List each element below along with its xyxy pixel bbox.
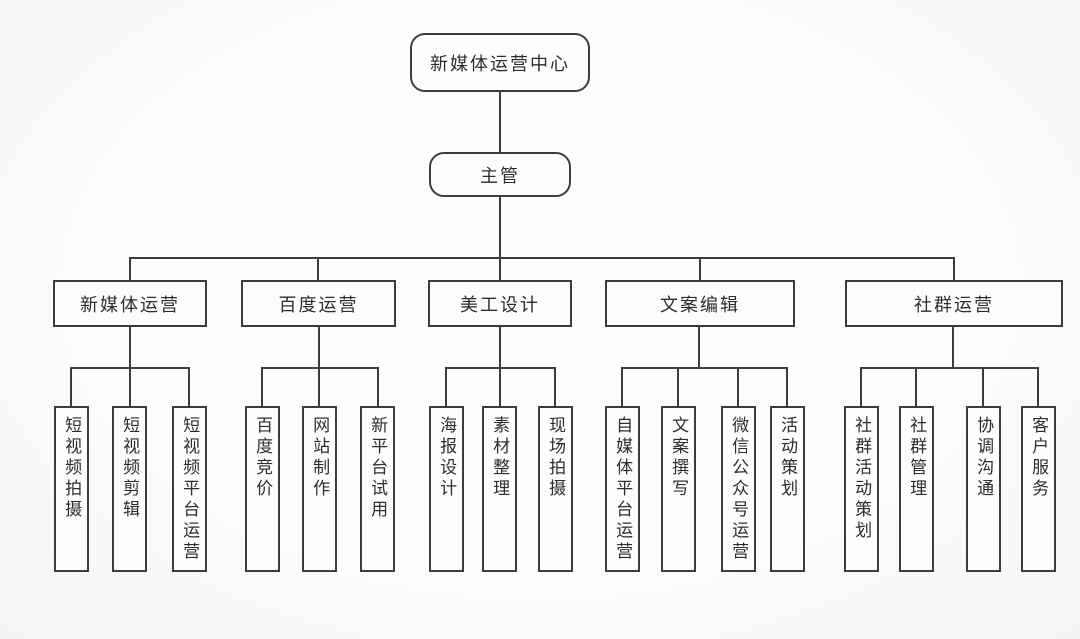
node-leaf: 海报设计 bbox=[429, 406, 464, 572]
node-leaf-label: 协调沟通 bbox=[974, 416, 994, 500]
connector-branch-0-bus bbox=[70, 367, 190, 369]
node-branch-label: 文案编辑 bbox=[660, 294, 740, 315]
connector-root-supervisor bbox=[499, 91, 501, 154]
node-leaf: 自媒体平台运营 bbox=[605, 406, 640, 572]
node-branch-label: 新媒体运营 bbox=[80, 294, 180, 315]
connector-drop-leaf-3-1 bbox=[677, 367, 679, 408]
connector-drop-branch-0 bbox=[129, 257, 131, 282]
node-leaf: 新平台试用 bbox=[360, 406, 395, 572]
node-leaf-label: 网站制作 bbox=[310, 416, 330, 500]
node-leaf-label: 新平台试用 bbox=[368, 416, 388, 521]
node-leaf: 社群管理 bbox=[899, 406, 934, 572]
node-leaf: 网站制作 bbox=[302, 406, 337, 572]
connector-drop-leaf-4-2 bbox=[982, 367, 984, 408]
connector-drop-leaf-4-0 bbox=[860, 367, 862, 408]
node-leaf: 短视频拍摄 bbox=[54, 406, 89, 572]
node-leaf: 活动策划 bbox=[770, 406, 805, 572]
node-branch-baidu: 百度运营 bbox=[241, 280, 396, 327]
node-leaf-label: 短视频拍摄 bbox=[62, 416, 82, 521]
connector-drop-leaf-4-3 bbox=[1037, 367, 1039, 408]
node-branch-label: 美工设计 bbox=[460, 294, 540, 315]
node-leaf-label: 短视频平台运营 bbox=[180, 416, 200, 563]
connector-branch-1-bus bbox=[261, 367, 379, 369]
node-leaf: 客户服务 bbox=[1021, 406, 1056, 572]
node-leaf-label: 自媒体平台运营 bbox=[613, 416, 633, 563]
connector-drop-leaf-0-0 bbox=[70, 367, 72, 408]
node-leaf: 协调沟通 bbox=[966, 406, 1001, 572]
node-leaf-label: 微信公众号运营 bbox=[729, 416, 749, 563]
connector-drop-leaf-1-2 bbox=[377, 367, 379, 408]
connector-drop-leaf-3-2 bbox=[737, 367, 739, 408]
connector-branch-2-bus bbox=[445, 367, 556, 369]
connector-drop-leaf-2-0 bbox=[445, 367, 447, 408]
node-leaf: 短视频剪辑 bbox=[112, 406, 147, 572]
node-branch-label: 百度运营 bbox=[278, 294, 359, 315]
connector-branch-3-bus bbox=[621, 367, 788, 369]
connector-drop-leaf-3-0 bbox=[621, 367, 623, 408]
node-branch-community: 社群运营 bbox=[845, 280, 1063, 327]
node-leaf: 微信公众号运营 bbox=[721, 406, 756, 572]
connector-branch-4-stem bbox=[952, 326, 954, 369]
connector-drop-leaf-4-1 bbox=[915, 367, 917, 408]
node-leaf: 短视频平台运营 bbox=[172, 406, 207, 572]
connector-drop-leaf-2-2 bbox=[554, 367, 556, 408]
connector-drop-leaf-1-0 bbox=[261, 367, 263, 408]
node-leaf-label: 海报设计 bbox=[437, 416, 457, 500]
node-branch-label: 社群运营 bbox=[914, 294, 994, 315]
node-leaf: 文案撰写 bbox=[661, 406, 696, 572]
connector-branch-3-stem bbox=[698, 326, 700, 369]
connector-supervisor-trunk bbox=[499, 195, 501, 282]
node-leaf-label: 百度竞价 bbox=[253, 416, 273, 500]
node-leaf-label: 短视频剪辑 bbox=[120, 416, 140, 521]
node-supervisor: 主管 bbox=[429, 152, 571, 197]
node-leaf-label: 文案撰写 bbox=[669, 416, 689, 500]
node-branch-new-media: 新媒体运营 bbox=[53, 280, 207, 327]
node-leaf-label: 活动策划 bbox=[778, 416, 798, 500]
connector-drop-branch-3 bbox=[699, 257, 701, 282]
connector-drop-leaf-3-3 bbox=[786, 367, 788, 408]
node-leaf: 现场拍摄 bbox=[538, 406, 573, 572]
node-leaf: 社群活动策划 bbox=[844, 406, 879, 572]
node-leaf-label: 社群管理 bbox=[907, 416, 927, 500]
node-leaf-label: 社群活动策划 bbox=[852, 416, 872, 542]
node-branch-copywriting: 文案编辑 bbox=[605, 280, 795, 327]
connector-drop-branch-4 bbox=[953, 257, 955, 282]
node-leaf: 素材整理 bbox=[482, 406, 517, 572]
node-leaf-label: 现场拍摄 bbox=[546, 416, 566, 500]
connector-drop-leaf-0-2 bbox=[188, 367, 190, 408]
node-leaf-label: 素材整理 bbox=[490, 416, 510, 500]
connector-drop-branch-1 bbox=[317, 257, 319, 282]
node-root: 新媒体运营中心 bbox=[410, 33, 590, 92]
node-leaf: 百度竞价 bbox=[245, 406, 280, 572]
connector-branch-bus bbox=[129, 257, 955, 259]
connector-branch-4-bus bbox=[860, 367, 1039, 369]
node-branch-design: 美工设计 bbox=[428, 280, 572, 327]
node-leaf-label: 客户服务 bbox=[1029, 416, 1049, 500]
node-root-label: 新媒体运营中心 bbox=[430, 53, 570, 74]
node-supervisor-label: 主管 bbox=[480, 165, 520, 186]
